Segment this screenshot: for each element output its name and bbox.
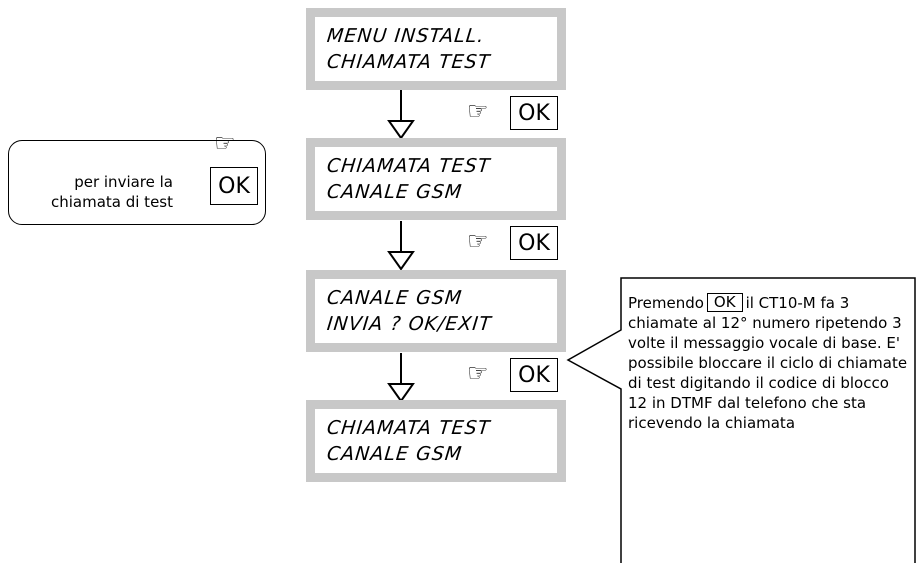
side-note-text: per inviare la chiamata di test <box>51 172 173 212</box>
pointing-hand-icon: ☞ <box>467 359 489 387</box>
ok-key: OK <box>210 167 258 205</box>
side-note-line: per inviare la <box>74 173 173 191</box>
lcd-screen: CHIAMATA TEST CANALE GSM <box>306 138 566 220</box>
diagram-lines <box>387 90 916 563</box>
lcd-screen: CANALE GSM INVIA ? OK/EXIT <box>306 270 566 352</box>
lcd-line: INVIA ? OK/EXIT <box>325 313 493 335</box>
ok-key: OK <box>510 358 558 392</box>
pointing-hand-icon: ☞ <box>467 227 489 255</box>
ok-key-inline: OK <box>706 293 743 312</box>
ok-key: OK <box>510 226 558 260</box>
side-note-box: per inviare la chiamata di test <box>8 140 266 225</box>
lcd-line: CHIAMATA TEST <box>325 51 492 73</box>
pointing-hand-icon: ☞ <box>214 129 236 157</box>
lcd-line: MENU INSTALL. <box>325 25 486 47</box>
pointing-hand-icon: ☞ <box>467 97 489 125</box>
arrow-down-icon <box>387 90 415 140</box>
lcd-screen: MENU INSTALL. CHIAMATA TEST <box>306 8 566 90</box>
lcd-line: CANALE GSM <box>325 443 464 465</box>
lcd-line: CHIAMATA TEST <box>325 417 492 439</box>
lcd-line: CHIAMATA TEST <box>325 155 492 177</box>
arrow-down-icon <box>387 221 415 271</box>
callout-text: il CT10-M fa 3 chiamate al 12° numero ri… <box>628 294 908 432</box>
side-note-line: chiamata di test <box>50 193 173 211</box>
ok-key: OK <box>510 96 558 130</box>
lcd-line: CANALE GSM <box>325 181 464 203</box>
lcd-screen: CHIAMATA TEST CANALE GSM <box>306 400 566 482</box>
callout-prefix: Premendo <box>628 294 704 312</box>
lcd-line: CANALE GSM <box>325 287 464 309</box>
callout-outline <box>566 277 916 563</box>
arrow-down-icon <box>387 353 415 403</box>
